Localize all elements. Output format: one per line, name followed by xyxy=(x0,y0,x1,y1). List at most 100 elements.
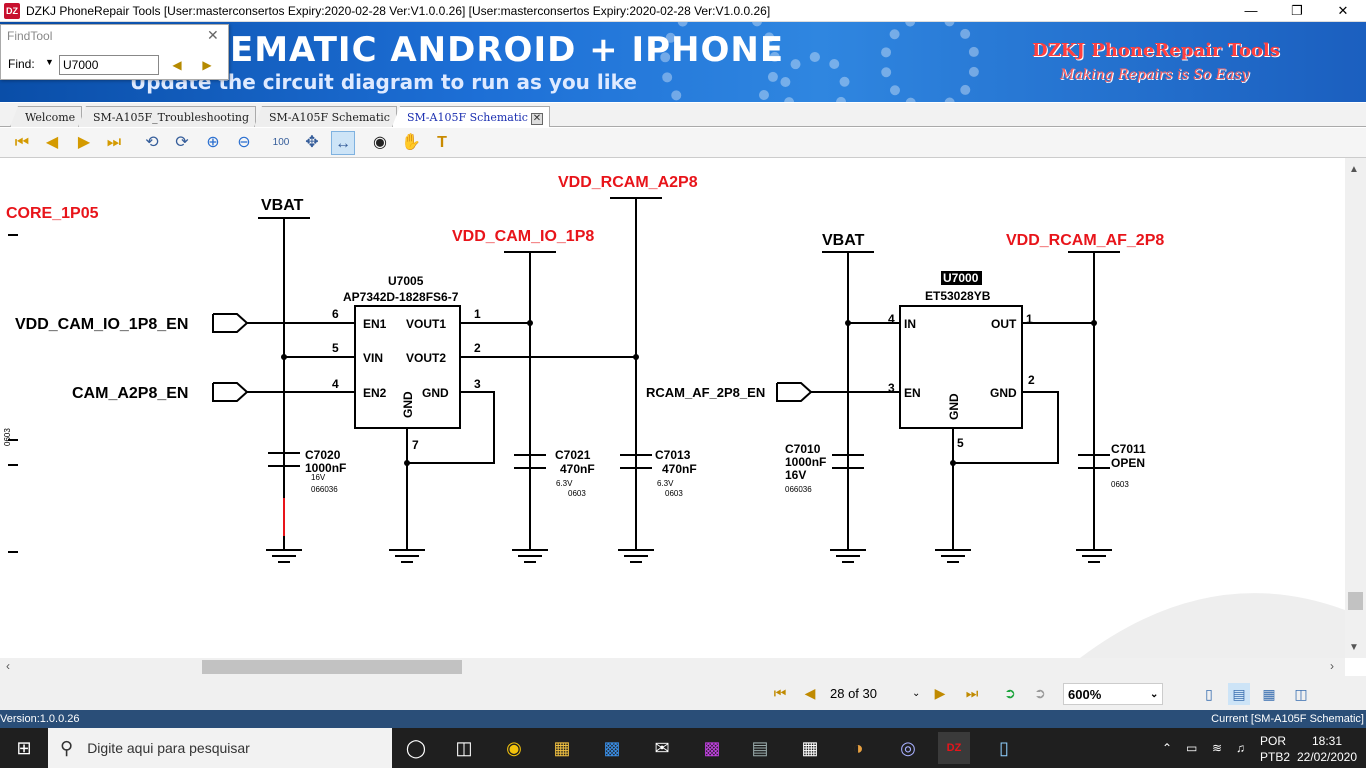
back-icon[interactable]: ➲ xyxy=(1004,685,1016,701)
tab-schematic-active[interactable]: SM-A105F Schematic✕ xyxy=(392,106,550,127)
battery-icon[interactable]: ▭ xyxy=(1186,741,1198,755)
tab-troubleshooting[interactable]: SM-A105F_Troubleshooting xyxy=(78,106,256,127)
horizontal-scrollbar[interactable]: ‹ › xyxy=(0,658,1345,676)
actual-size-icon[interactable]: 100 xyxy=(272,137,290,148)
nav-first-page-icon[interactable]: ⏮ xyxy=(773,685,787,701)
scroll-left-icon[interactable]: ‹ xyxy=(6,659,10,673)
continuous-view-icon[interactable]: ▤ xyxy=(1228,683,1250,705)
find-dropdown-caret-icon[interactable]: ▼ xyxy=(45,57,54,67)
volume-icon[interactable]: ♫ xyxy=(1236,741,1245,755)
notes-app-icon[interactable]: ▯ xyxy=(999,738,1009,758)
net-label-vbat-2: VBAT xyxy=(822,232,865,249)
clock[interactable]: 18:31 22/02/2020 xyxy=(1296,734,1358,774)
taskbar-search-box[interactable]: ⚲ Digite aqui para pesquisar xyxy=(48,728,392,768)
find-tool-close-icon[interactable]: ✕ xyxy=(207,27,219,43)
net-label-core: CORE_1P05 xyxy=(6,205,99,222)
find-binoculars-icon[interactable]: ◉ xyxy=(373,134,387,151)
rotate-left-icon[interactable]: ⟲ xyxy=(145,134,159,151)
fit-width-icon[interactable]: ↔ xyxy=(331,131,355,155)
task-view-icon[interactable]: ◫ xyxy=(455,738,473,758)
clock-date: 22/02/2020 xyxy=(1296,750,1358,764)
next-page-icon[interactable]: ▶ xyxy=(77,134,91,151)
page-indicator: 28 of 30 xyxy=(830,686,877,701)
pan-hand-icon[interactable]: ✋ xyxy=(401,134,421,151)
zoom-value: 600% xyxy=(1068,687,1102,702)
horizontal-scroll-thumb[interactable] xyxy=(202,660,462,674)
grid-view-icon[interactable]: ▦ xyxy=(1262,686,1276,702)
file-explorer-icon[interactable]: ▦ xyxy=(553,738,571,758)
zoom-dropdown-icon[interactable]: ⌄ xyxy=(1150,689,1159,700)
u7005-pin-en1: EN1 xyxy=(363,317,387,331)
net-label-a2p8-en: CAM_A2P8_EN xyxy=(72,385,188,402)
dzkj-app-icon[interactable]: DZ xyxy=(938,732,970,764)
tab-label: SM-A105F_Troubleshooting xyxy=(93,111,249,124)
u7000-part: ET53028YB xyxy=(925,289,991,303)
zoom-in-icon[interactable]: ⊕ xyxy=(206,134,220,151)
scroll-down-icon[interactable]: ▼ xyxy=(1349,642,1359,653)
nav-next-page-icon[interactable]: ▶ xyxy=(934,685,946,701)
cortana-icon[interactable]: ◯ xyxy=(405,738,427,758)
scroll-up-icon[interactable]: ▲ xyxy=(1349,164,1359,175)
cap-ref: C7020 xyxy=(305,448,341,462)
toolbar: ⏮ ◀ ▶ ⏭ ⟲ ⟳ ⊕ ⊖ 100 ✥ ↔ ◉ ✋ T xyxy=(0,128,1366,158)
fit-page-icon[interactable]: ✥ xyxy=(305,134,319,151)
u7000-pin-en: EN xyxy=(904,386,921,400)
zoom-out-icon[interactable]: ⊖ xyxy=(237,134,251,151)
net-label-cam-io: VDD_CAM_IO_1P8 xyxy=(452,228,594,245)
mail-icon[interactable]: ✉ xyxy=(654,738,670,758)
schematic-app-icon[interactable]: ▩ xyxy=(703,738,721,758)
page-selector[interactable]: 28 of 30 ⌄ xyxy=(826,683,926,705)
find-next-icon[interactable]: ▶ xyxy=(202,58,212,72)
u7000-pin-num: 5 xyxy=(957,436,964,450)
find-input[interactable] xyxy=(59,55,159,75)
store-icon[interactable]: ▩ xyxy=(603,738,621,758)
u7000-pin-num: 2 xyxy=(1028,373,1035,387)
nav-previous-page-icon[interactable]: ◀ xyxy=(804,685,816,701)
tray-overflow-icon[interactable]: ⌃ xyxy=(1162,741,1173,755)
u7005-pin-en2: EN2 xyxy=(363,386,387,400)
zoom-selector[interactable]: 600% ⌄ xyxy=(1063,683,1163,705)
search-highlight xyxy=(941,271,982,285)
close-button[interactable]: ✕ xyxy=(1337,3,1349,18)
vertical-scrollbar[interactable]: ▲ ▼ xyxy=(1345,158,1366,658)
u7005-part: AP7342D-1828FS6-7 xyxy=(343,290,459,304)
text-select-icon[interactable]: T xyxy=(437,134,447,151)
previous-page-icon[interactable]: ◀ xyxy=(45,134,59,151)
maximize-button[interactable]: ❐ xyxy=(1291,3,1303,18)
paint-icon[interactable]: ◑ xyxy=(852,738,864,758)
rotate-right-icon[interactable]: ⟳ xyxy=(175,134,189,151)
cap-voltage: 6.3V xyxy=(556,479,573,488)
forward-icon[interactable]: ➲ xyxy=(1034,685,1046,701)
calculator-icon[interactable]: ▦ xyxy=(801,738,819,758)
cap-value: 470nF xyxy=(560,462,595,476)
u7005-pin-num: 4 xyxy=(332,377,339,391)
u7000-pin-num: 4 xyxy=(888,312,895,326)
tool-app-icon[interactable]: ▤ xyxy=(751,738,769,758)
tab-welcome[interactable]: Welcome xyxy=(10,106,83,127)
find-previous-icon[interactable]: ◀ xyxy=(172,58,182,72)
cap-voltage: 16V xyxy=(311,473,326,482)
cap-value: OPEN xyxy=(1111,456,1145,470)
vertical-scroll-thumb[interactable] xyxy=(1348,592,1363,610)
first-page-icon[interactable]: ⏮ xyxy=(14,134,30,151)
wifi-icon[interactable]: ≋ xyxy=(1212,741,1223,755)
last-page-icon[interactable]: ⏭ xyxy=(106,134,122,151)
u7005-pin-num: 3 xyxy=(474,377,481,391)
browser-icon[interactable]: ◎ xyxy=(900,738,916,758)
u7000-ref: U7000 xyxy=(943,271,979,285)
schematic-canvas[interactable]: CORE_1P05 VDD_CAM_IO_1P8 VDD_RCAM_A2P8 V… xyxy=(0,158,1345,658)
banner-headline: EMATIC ANDROID + IPHONE xyxy=(230,30,785,70)
two-page-view-icon[interactable]: ◫ xyxy=(1294,686,1308,702)
nav-last-page-icon[interactable]: ⏭ xyxy=(965,685,979,701)
single-page-view-icon[interactable]: ▯ xyxy=(1205,686,1213,702)
scroll-right-icon[interactable]: › xyxy=(1330,659,1334,673)
minimize-button[interactable]: — xyxy=(1244,3,1258,18)
tab-schematic-1[interactable]: SM-A105F Schematic xyxy=(254,106,397,127)
tab-close-icon[interactable]: ✕ xyxy=(530,113,543,125)
page-dropdown-icon[interactable]: ⌄ xyxy=(912,688,921,699)
windows-start-icon[interactable]: ⊞ xyxy=(16,738,32,758)
input-language[interactable]: POR PTB2 xyxy=(1260,734,1290,774)
chrome-icon[interactable]: ◉ xyxy=(506,738,522,758)
net-label-cam-io-en: VDD_CAM_IO_1P8_EN xyxy=(15,316,188,333)
u7000-pin-in: IN xyxy=(904,317,916,331)
